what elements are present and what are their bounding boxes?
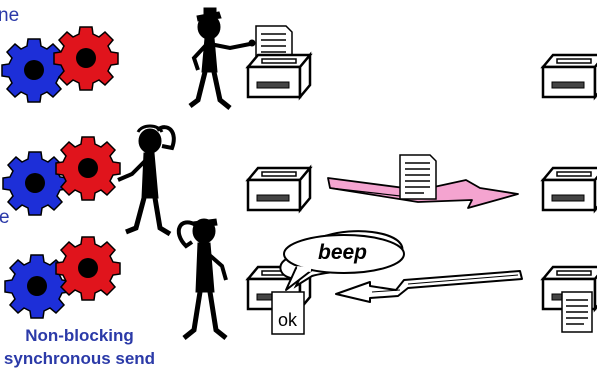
ok-label: ok (278, 311, 297, 329)
arrow-icon (336, 271, 522, 302)
left-edge-text-middle: e (0, 208, 10, 227)
gear-icon (56, 237, 120, 300)
printer-icon (248, 168, 310, 210)
caption-line-2: synchronous send (0, 350, 168, 367)
printer-icon (543, 55, 597, 97)
stick-figure-icon (190, 8, 255, 108)
stick-figure-icon (179, 219, 226, 338)
left-edge-text-top: ne (0, 6, 19, 25)
gear-icon (3, 152, 67, 215)
printer-icon (248, 55, 310, 97)
gear-icon (56, 137, 120, 200)
gear-icon (54, 27, 118, 90)
document-icon (562, 292, 592, 332)
gear-icon (2, 39, 66, 102)
document-icon (400, 155, 436, 199)
caption-line-1: Non-blocking (0, 327, 159, 344)
stick-figure-icon (118, 126, 174, 234)
printer-icon (543, 168, 597, 210)
beep-label: beep (318, 242, 367, 263)
